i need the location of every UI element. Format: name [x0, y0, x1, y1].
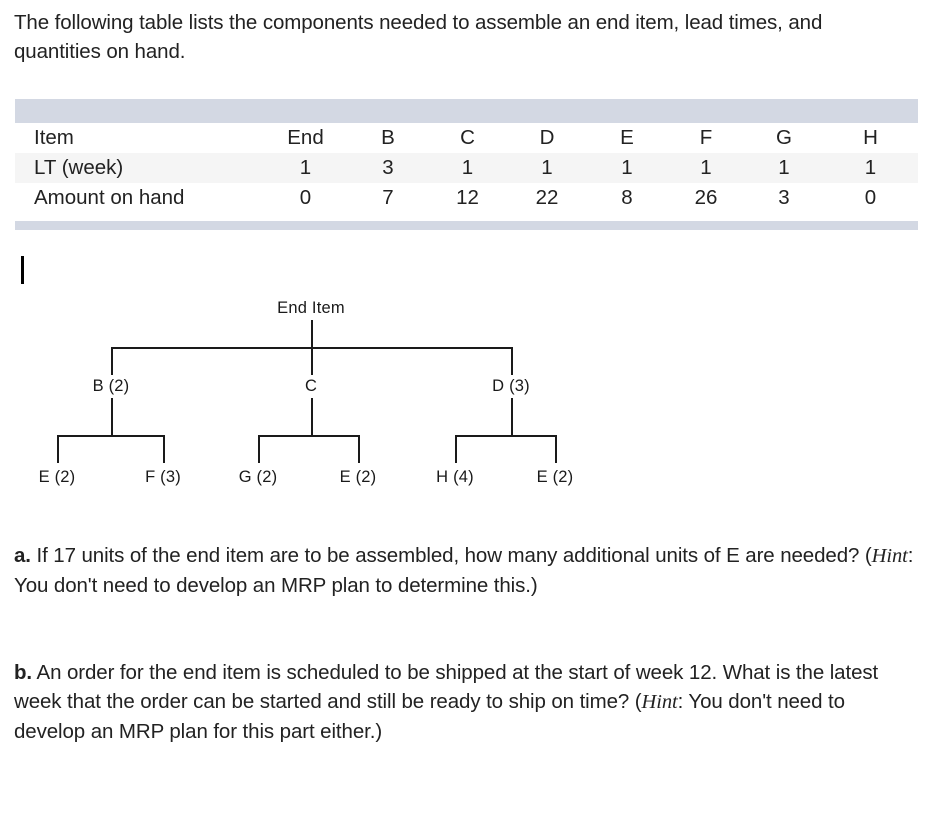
bom-tree-diagram: End Item B (2) C D (3) E (2) F (3) G (2)… [0, 285, 620, 510]
col-header-e: E [620, 126, 634, 149]
col-header-h: H [863, 126, 878, 149]
aoh-f: 26 [694, 186, 718, 209]
text-cursor [21, 256, 24, 284]
question-a-text-part1: If 17 units of the end item are to be as… [30, 544, 872, 567]
lt-end: 1 [263, 153, 348, 183]
row-label-amount-on-hand: Amount on hand [34, 186, 185, 209]
lt-e: 1 [587, 153, 667, 183]
col-header-f: F [699, 126, 713, 149]
lt-g: 1 [745, 153, 823, 183]
tree-node-root: End Item [277, 299, 345, 317]
question-a-text-part2: : You don't need to develop an MRP plan … [14, 544, 914, 597]
tree-node-d: D (3) [492, 377, 530, 395]
aoh-d: 22 [535, 186, 559, 209]
tree-edge-root-stem [311, 320, 313, 347]
question-b-hint-label: Hint [641, 691, 678, 713]
lt-h: 1 [823, 153, 918, 183]
tree-edge-c-children-bar [258, 435, 360, 437]
tree-edge-to-d [511, 347, 513, 375]
tree-edge-to-e1 [57, 435, 59, 463]
col-header-end: End [287, 126, 324, 149]
tree-edge-to-f [163, 435, 165, 463]
question-a-hint-label: Hint [871, 545, 908, 567]
aoh-c: 12 [456, 186, 479, 209]
tree-node-c: C [304, 377, 318, 395]
col-header-d: D [539, 126, 555, 149]
col-header-c: C [460, 126, 475, 149]
table-row-item: Item End B C D E F G H [15, 123, 918, 153]
aoh-g: 3 [778, 186, 790, 209]
tree-edge-b-stem [111, 398, 113, 435]
tree-edge-b-children-bar [57, 435, 165, 437]
question-b: b. An order for the end item is schedule… [14, 658, 920, 746]
tree-node-b: B (2) [92, 377, 130, 395]
tree-edge-to-b [111, 347, 113, 375]
intro-paragraph: The following table lists the components… [14, 11, 823, 63]
lt-d: 1 [507, 153, 587, 183]
lt-b: 3 [348, 153, 428, 183]
tree-edge-to-h [455, 435, 457, 463]
lt-c: 1 [428, 153, 507, 183]
aoh-end: 0 [299, 186, 312, 209]
table-row-lead-time: LT (week) 1 3 1 1 1 1 1 1 [15, 153, 918, 183]
tree-leaf-h-under-d: H (4) [436, 468, 474, 486]
table-footer-bar [15, 221, 918, 230]
aoh-e: 8 [621, 186, 633, 209]
row-label-lead-time: LT (week) [15, 153, 263, 183]
col-header-b: B [381, 126, 395, 149]
aoh-b: 7 [382, 186, 394, 209]
tree-edge-c-stem [311, 398, 313, 435]
question-a: a. If 17 units of the end item are to be… [14, 541, 920, 600]
tree-edge-d-stem [511, 398, 513, 435]
tree-edge-to-e3 [555, 435, 557, 463]
table-body: Item End B C D E F G H LT (week) 1 3 1 1… [15, 123, 918, 213]
question-b-text-part2: : You don't need to develop an MRP plan … [14, 690, 845, 743]
table-row-amount-on-hand: Amount on hand 0 7 12 22 8 26 3 0 [15, 183, 918, 213]
table-header-bar [15, 99, 918, 123]
row-label-item: Item [34, 126, 74, 149]
question-a-marker: a. [14, 544, 31, 567]
tree-edge-to-e2 [358, 435, 360, 463]
tree-edge-to-g [258, 435, 260, 463]
tree-leaf-e-under-b: E (2) [38, 468, 76, 486]
col-header-g: G [776, 126, 792, 149]
components-table: Item End B C D E F G H LT (week) 1 3 1 1… [15, 99, 918, 230]
tree-edge-to-c [311, 347, 313, 375]
tree-leaf-e-under-d: E (2) [536, 468, 574, 486]
tree-leaf-e-under-c: E (2) [339, 468, 377, 486]
tree-edge-d-children-bar [455, 435, 557, 437]
aoh-h: 0 [864, 186, 877, 209]
question-b-text-part1: An order for the end item is scheduled t… [14, 661, 879, 713]
tree-leaf-g-under-c: G (2) [238, 468, 278, 486]
question-b-marker: b. [14, 661, 33, 684]
tree-leaf-f-under-b: F (3) [145, 468, 181, 486]
lt-f: 1 [667, 153, 745, 183]
